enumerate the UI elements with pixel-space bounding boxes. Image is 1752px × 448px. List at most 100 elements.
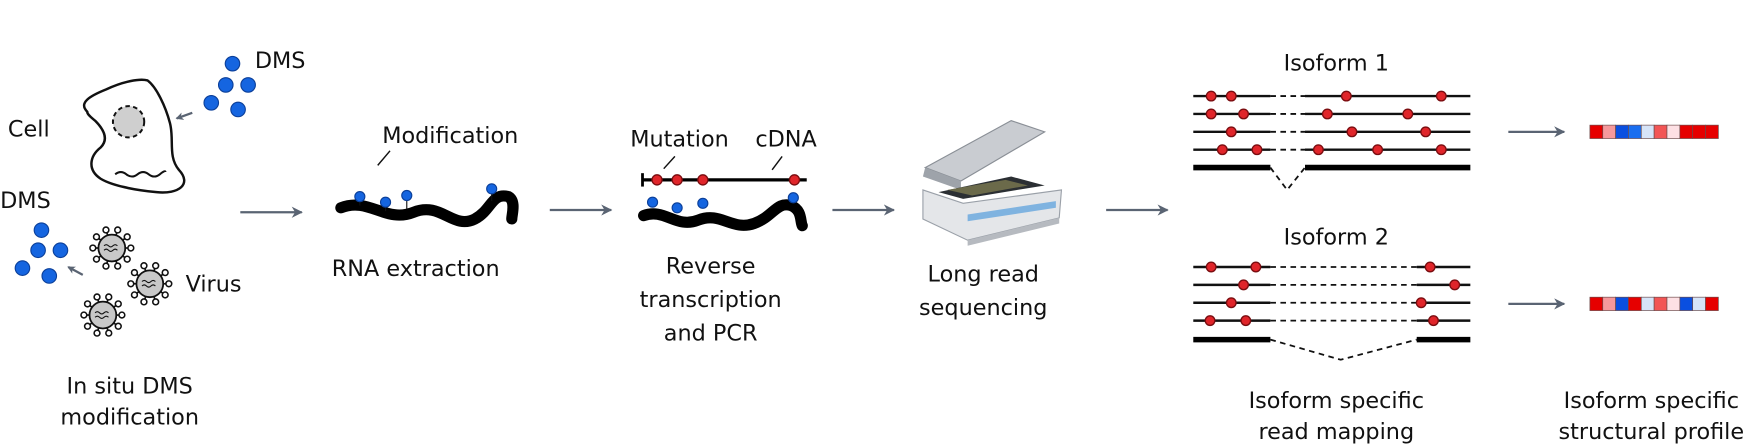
mutation-dot [1435, 90, 1447, 102]
rna-strand-icon [335, 190, 519, 228]
mutation-dot [1321, 108, 1333, 120]
profile-cell [1692, 124, 1706, 139]
mutation-marks [651, 174, 801, 186]
profile-cell [1666, 296, 1681, 311]
profile-cell [1602, 296, 1616, 311]
profile-cell [1615, 296, 1629, 311]
step5-caption-line2: read mapping [1258, 419, 1414, 445]
dms-entry-arrow [175, 111, 193, 120]
read [1193, 279, 1471, 291]
mutation-dot [1346, 126, 1358, 138]
mutation-dot [1449, 279, 1461, 291]
modification-pointer [377, 150, 391, 166]
mutation-dot [1205, 90, 1217, 102]
mutation-dot [1424, 261, 1436, 273]
isoform1-profile [1589, 124, 1719, 139]
dms-modifications [354, 183, 498, 212]
dms-molecules-bottom [14, 222, 69, 284]
profile-cell [1628, 296, 1642, 311]
dms-label-top: DMS [255, 48, 306, 74]
step1-caption-line2: modification [60, 405, 199, 431]
mutation-dot [1428, 315, 1439, 327]
profile-cell [1589, 296, 1604, 311]
rna-in-cell-icon [114, 170, 167, 178]
mutation-dot [1205, 261, 1217, 273]
profile-cell [1628, 124, 1642, 139]
mutation-dot [1402, 108, 1414, 120]
step-rna-extraction: Modification RNA extraction [332, 123, 519, 282]
step-in-situ-modification: DMS Cell DMS Virus In situ DMS modificat… [0, 48, 305, 430]
profile-cell [1653, 296, 1668, 311]
mutation-label: Mutation [630, 126, 729, 152]
mutation-dot [1225, 126, 1237, 138]
mutation-dot [1216, 144, 1228, 156]
modification-label: Modification [382, 123, 518, 149]
read [1193, 90, 1471, 102]
nucleus-icon [111, 105, 146, 139]
mutation-dot [1225, 90, 1237, 102]
mutation-dot [1238, 279, 1250, 291]
isoform1-reads [1193, 90, 1471, 192]
profile-cell [1705, 296, 1719, 311]
profile-cell [1705, 124, 1719, 139]
mutation-pointer [663, 155, 676, 170]
read [1193, 108, 1471, 120]
read [1193, 126, 1471, 138]
mutation-dot [1340, 90, 1352, 102]
step3-caption-line1: Reverse [666, 254, 756, 280]
isoform2-profile [1589, 296, 1719, 311]
virus-icons [80, 226, 173, 337]
read [1193, 261, 1471, 273]
step-reverse-transcription: Mutation cDNA Reverse transcription and … [630, 126, 817, 346]
profile-cell [1692, 296, 1706, 311]
dms-modifications-rt [646, 192, 799, 214]
step5-caption-line1: Isoform specific [1249, 388, 1424, 414]
profile-cell [1589, 124, 1604, 139]
step-long-read-sequencing: Long read sequencing [919, 120, 1063, 321]
rna-template-icon [638, 199, 808, 232]
read [1193, 315, 1471, 327]
step3-caption-line2: transcription [640, 287, 782, 313]
mutation-dot [1312, 144, 1324, 156]
sequencer-device-icon [922, 120, 1063, 246]
step2-caption: RNA extraction [332, 256, 500, 282]
isoform2-label: Isoform 2 [1284, 225, 1389, 251]
dms-entry-arrow-virus [67, 266, 84, 276]
cdna-pointer [771, 155, 783, 171]
virus-icon [89, 226, 135, 270]
dms-molecules-top [203, 55, 256, 118]
read [1193, 297, 1471, 309]
step-read-mapping: Isoform 1 Isoform 2 Isoform specific rea… [1193, 50, 1471, 445]
isoform1-label: Isoform 1 [1284, 50, 1389, 76]
splice-junction [1270, 338, 1417, 361]
mutation-dot [1415, 297, 1427, 309]
step1-caption-line1: In situ DMS [67, 373, 193, 399]
virus-label: Virus [186, 272, 242, 298]
mutation-dot [1372, 144, 1384, 156]
profile-cell [1666, 124, 1681, 139]
profile-cell [1602, 124, 1616, 139]
cdna-label: cDNA [755, 126, 817, 152]
profile-cell [1653, 124, 1668, 139]
read [1193, 144, 1471, 156]
step-structural-profile: Isoform specific structural profile [1559, 124, 1744, 445]
mutation-dot [1204, 315, 1216, 327]
mutation-dot [1240, 315, 1252, 327]
cell-label: Cell [8, 116, 50, 142]
virus-icon [80, 293, 126, 337]
profile-cell [1640, 296, 1655, 311]
step3-caption-line3: and PCR [664, 321, 758, 347]
step4-caption-line1: Long read [928, 262, 1039, 288]
mutation-dot [1225, 297, 1237, 309]
profile-cell [1615, 124, 1629, 139]
profile-cell [1640, 124, 1655, 139]
step6-caption-line1: Isoform specific [1564, 388, 1739, 414]
mutation-dot [1420, 126, 1432, 138]
virus-icon [127, 262, 173, 306]
mutation-dot [1251, 144, 1263, 156]
profile-cell [1679, 296, 1694, 311]
mutation-dot [1238, 108, 1250, 120]
dms-label-bottom: DMS [0, 188, 51, 214]
profile-cell [1679, 124, 1694, 139]
